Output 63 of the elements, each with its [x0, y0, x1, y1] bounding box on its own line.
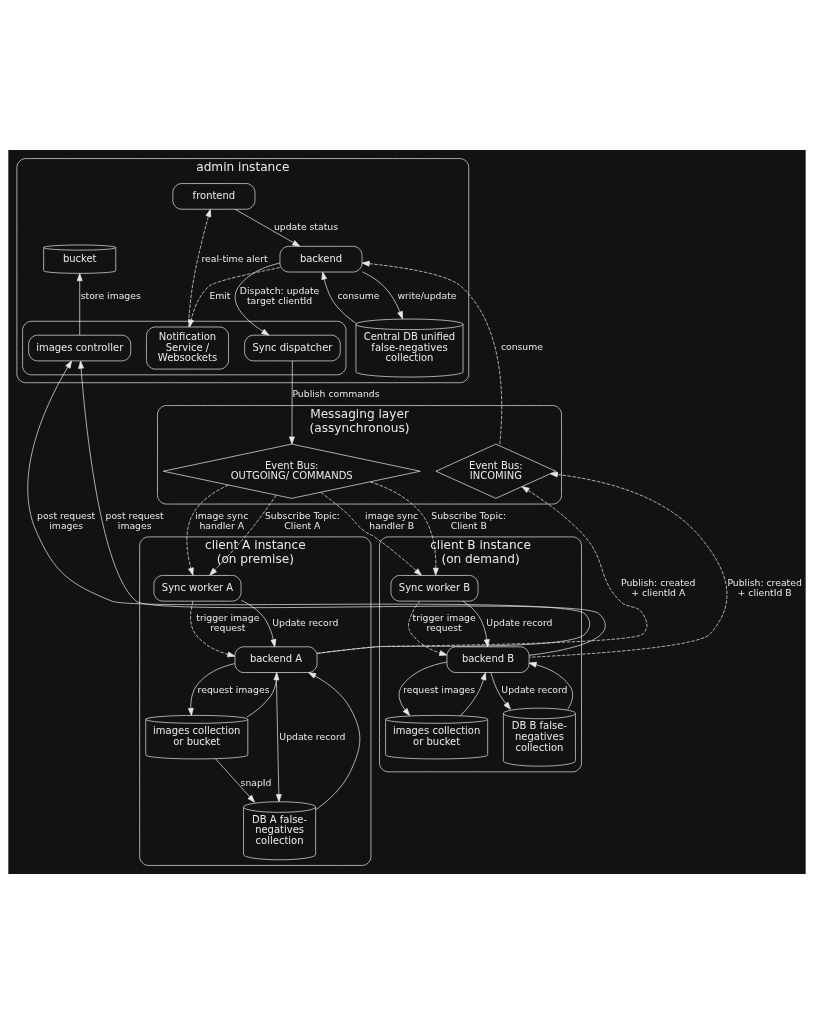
arrow — [361, 260, 503, 446]
edge-label: store images — [80, 289, 141, 301]
arrow — [490, 672, 511, 710]
node-diamond: Event Bus: OUTGOING/ COMMANDS — [162, 443, 421, 499]
arrow — [215, 758, 255, 803]
edge-label: real-time alert — [201, 252, 268, 264]
arrow — [528, 661, 573, 710]
arrow — [316, 486, 648, 654]
arrow — [186, 484, 229, 576]
arrow — [188, 663, 236, 716]
arrow — [320, 492, 422, 576]
edge-label: request images — [197, 683, 270, 695]
arrow — [362, 271, 403, 320]
edge-label: write/update — [397, 289, 457, 301]
edge-label: Subscribe Topic: Client B — [431, 509, 507, 531]
edge-label: Publish: created + clientId A — [621, 576, 696, 598]
arrow — [462, 600, 490, 648]
arrow — [234, 262, 281, 336]
edge-label: trigger image request — [196, 612, 260, 634]
arrow — [528, 471, 728, 658]
edge-label: post request images — [37, 509, 96, 531]
edge-label: Publish: created + clientId B — [727, 576, 802, 598]
arrow — [234, 209, 301, 247]
edge-label: post request images — [105, 509, 164, 531]
node-box: images controller — [28, 334, 132, 362]
edge-label: Subscribe Topic: Client A — [264, 509, 340, 531]
edge-label: Update record — [501, 683, 568, 695]
arrow — [289, 360, 295, 445]
arrow — [308, 672, 361, 811]
edge-label: image sync handler B — [365, 509, 419, 531]
edge-label: consume — [500, 341, 543, 353]
arrow — [190, 600, 236, 658]
edge-label: Emit — [209, 289, 231, 301]
arrow — [188, 267, 281, 328]
node-box: frontend — [172, 183, 256, 210]
node-box: backend B — [446, 646, 530, 673]
edge-label: Update record — [272, 617, 339, 629]
arrow — [76, 273, 83, 336]
edge-label: consume — [337, 289, 380, 301]
arrow — [369, 481, 439, 576]
arrow — [408, 600, 448, 656]
node-box: backend — [279, 245, 363, 273]
edge-label: Update record — [486, 617, 553, 629]
edge-label: trigger image request — [412, 612, 476, 634]
edge-label: image sync handler A — [195, 509, 249, 531]
edge-label: update status — [273, 220, 339, 232]
arrow — [188, 209, 212, 328]
node-box: Sync worker B — [390, 575, 479, 602]
arrow — [460, 672, 487, 716]
node-box: Notification Service / Websockets — [146, 326, 229, 370]
edge-label: Update record — [279, 730, 346, 742]
node-box: Sync dispatcher — [244, 334, 341, 362]
node-box: backend A — [234, 646, 318, 673]
arrow — [275, 672, 282, 803]
edge-label: Dispatch: update target clientId — [239, 284, 320, 306]
arrow — [246, 672, 280, 718]
node-box: Sync worker A — [153, 575, 242, 602]
edge-label: snapId — [240, 777, 272, 789]
arrow — [321, 271, 357, 324]
arrow — [398, 661, 448, 716]
edge-label: request images — [403, 683, 476, 695]
arrow — [240, 599, 277, 648]
edge-label: Publish commands — [292, 388, 380, 400]
